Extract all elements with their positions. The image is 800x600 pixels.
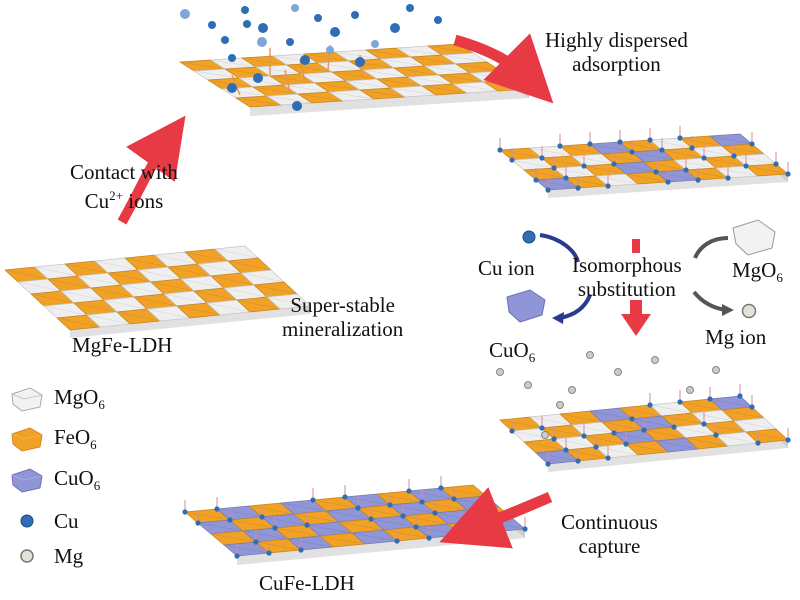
- cu-ion-dot: [291, 4, 299, 12]
- cuo6-octahedron-icon: [506, 289, 546, 323]
- mg-ion-dot: [568, 386, 576, 394]
- mg-ion-dot: [556, 401, 564, 409]
- arrow-substitution-down: [621, 300, 651, 336]
- legend-item-cu: Cu: [10, 506, 79, 536]
- cu-ion-dot: [326, 46, 334, 54]
- cu-ion-dot: [330, 27, 340, 37]
- label-highly-dispersed: Highly dispersed adsorption: [545, 28, 688, 76]
- cu-ion-dot: [221, 36, 229, 44]
- mg-ion-dot: [686, 386, 694, 394]
- cuo6-octahedron-icon: [10, 466, 44, 494]
- cu-ion-dot: [434, 16, 442, 24]
- cu-ion-dot: [258, 23, 268, 33]
- mg-ion-dot: [712, 366, 720, 374]
- cu-ion-dot: [355, 57, 365, 67]
- cu-atom-icon: [10, 507, 44, 535]
- legend-item-mgo6: MgO6: [10, 384, 105, 414]
- layer-mgfe-ldh: [4, 245, 311, 338]
- feo6-octahedron-icon: [10, 425, 44, 453]
- label-mgfe-ldh: MgFe-LDH: [72, 333, 173, 357]
- label-super-stable-mineralization: Super-stable mineralization: [282, 293, 404, 341]
- label-cufe-ldh: CuFe-LDH: [259, 571, 355, 595]
- label-mg-ion: Mg ion: [705, 325, 767, 349]
- label-contact-with-cu-ions: Contact with Cu2+ ions: [70, 160, 178, 213]
- label-isomorphous-substitution: Isomorphous substitution: [572, 253, 682, 301]
- layer-highly-dispersed: [497, 126, 791, 198]
- adsorption-hint-arrow: [284, 69, 291, 93]
- cu-ion-dot: [208, 21, 216, 29]
- label-mgo6: MgO6: [732, 258, 783, 286]
- label-cu-ion: Cu ion: [478, 256, 535, 280]
- cu-ion-dot: [241, 6, 249, 14]
- cu-ion-dot: [227, 83, 237, 93]
- cu-ion-dot: [371, 40, 379, 48]
- cu-ion-dot: [292, 101, 302, 111]
- cu-ion-dot: [286, 38, 294, 46]
- legend-item-feo6: FeO6: [10, 424, 97, 454]
- cu-ion-dot: [180, 9, 190, 19]
- mgo6-octahedron-icon: [10, 385, 44, 413]
- mg-ion-dot: [541, 431, 549, 439]
- cu-ion-dot: [228, 54, 236, 62]
- legend-item-cuo6: CuO6: [10, 465, 100, 495]
- legend-item-mg: Mg: [10, 541, 83, 571]
- mg-ion-dot: [586, 351, 594, 359]
- arrow-continuous: [439, 487, 553, 549]
- arrow-contact: [117, 115, 186, 225]
- cu-ion-dot: [406, 4, 414, 12]
- arrow-mgo6: [693, 236, 729, 259]
- label-cuo6: CuO6: [489, 338, 536, 366]
- cu-ion-dot: [390, 23, 400, 33]
- arrow-to-mg-ion: [692, 290, 734, 316]
- mg-ion-dot: [496, 368, 504, 376]
- arrow-to-cuo6: [552, 294, 592, 324]
- mg-ion-dot: [614, 368, 622, 376]
- cu-ion-dot: [243, 20, 251, 28]
- layer-continuous-capture: [499, 384, 791, 472]
- mg-atom-icon: [10, 542, 44, 570]
- mgo6-octahedron-icon: [732, 219, 776, 256]
- mg-ion-dot: [651, 356, 659, 364]
- adsorption-hint-arrow: [299, 59, 306, 83]
- cu-ion-dot: [351, 11, 359, 19]
- mg-ion-dot: [524, 381, 532, 389]
- label-continuous-capture: Continuous capture: [561, 510, 658, 558]
- cu-ion-dot: [253, 73, 263, 83]
- arrow-adsorption: [453, 33, 554, 104]
- cu-ion-icon: [522, 230, 536, 244]
- arrow-cu-ion: [539, 233, 580, 263]
- layer-cufe-ldh: [182, 476, 528, 565]
- cu-ion-dot: [300, 55, 310, 65]
- arrow-substitution-top: [632, 239, 640, 253]
- cu-ion-dot: [257, 37, 267, 47]
- cu-ion-dot: [314, 14, 322, 22]
- mg-ion-icon: [741, 303, 757, 319]
